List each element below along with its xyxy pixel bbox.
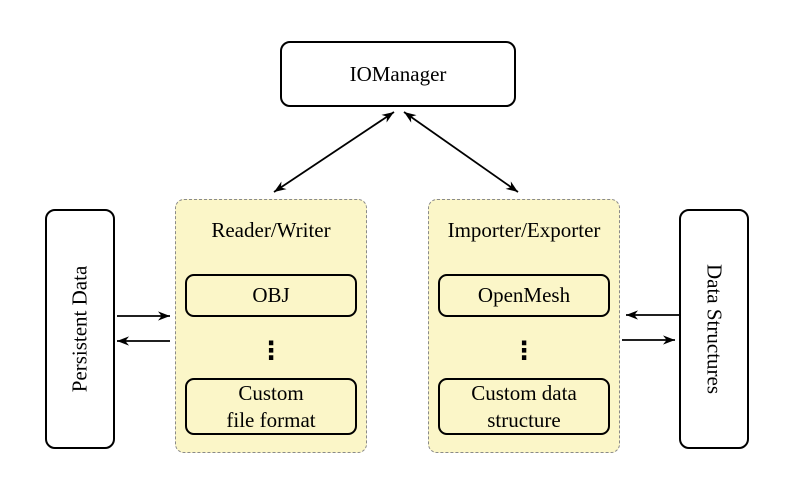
vertical-ellipsis: ⋮ [258, 335, 284, 365]
group-reader-writer: Reader/Writer OBJ ⋮ Custom file format [175, 199, 367, 453]
subnode-obj: OBJ [185, 274, 357, 317]
arrow-iomanager-readerwriter [273, 111, 395, 193]
subnode-openmesh: OpenMesh [438, 274, 610, 317]
subnode-custom-file-format: Custom file format [185, 378, 357, 435]
node-persistent-data: Persistent Data [45, 209, 115, 449]
node-iomanager: IOManager [280, 41, 516, 107]
vertical-ellipsis: ⋮ [511, 335, 537, 365]
arrow-iomanager-importerexporter [403, 111, 519, 193]
node-persistent-data-label: Persistent Data [67, 265, 92, 393]
subnode-custom-data-structure: Custom data structure [438, 378, 610, 435]
group-importer-exporter-title: Importer/Exporter [447, 218, 601, 242]
group-reader-writer-title: Reader/Writer [211, 218, 331, 242]
node-data-structures-label: Data Structures [702, 263, 727, 395]
node-data-structures: Data Structures [679, 209, 749, 449]
node-iomanager-label: IOManager [349, 61, 447, 86]
group-importer-exporter: Importer/Exporter OpenMesh ⋮ Custom data… [428, 199, 620, 453]
